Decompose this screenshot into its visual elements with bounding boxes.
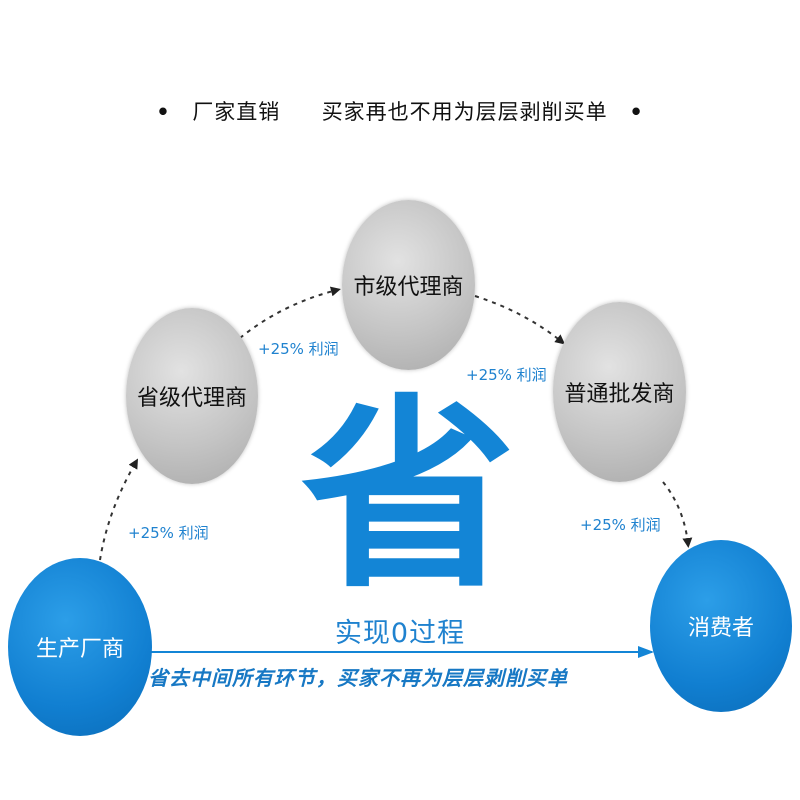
connector-wholesaler-to-consumer xyxy=(662,481,693,548)
node-wholesaler-label: 普通批发商 xyxy=(564,382,675,407)
node-manufacturer-label: 生产厂商 xyxy=(35,637,124,662)
node-consumer-label: 消费者 xyxy=(687,616,754,641)
page-title: • 厂家直销 买家再也不用为层层剥削买单 • xyxy=(0,96,800,126)
title-bullet-right: • xyxy=(629,100,644,124)
node-city-agent: 市级代理商 xyxy=(342,200,475,370)
profit-label-3: +25% 利润 xyxy=(466,366,547,384)
node-provincial-agent-label: 省级代理商 xyxy=(136,386,247,411)
node-consumer: 消费者 xyxy=(650,540,792,712)
process-label: 实现0过程 xyxy=(334,618,466,649)
node-wholesaler: 普通批发商 xyxy=(553,302,686,482)
title-bullet-left: • xyxy=(156,100,171,124)
bottom-note: 省去中间所有环节，买家不再为层层剥削买单 xyxy=(148,666,568,690)
title-part-2: 买家再也不用为层层剥削买单 xyxy=(321,100,608,124)
profit-label-2: +25% 利润 xyxy=(258,340,339,358)
node-city-agent-label: 市级代理商 xyxy=(353,275,464,300)
big-save-character: 省 xyxy=(300,378,516,616)
connector-manufacturer-to-provincial xyxy=(99,458,139,561)
connector-city-to-wholesaler xyxy=(474,295,566,345)
node-manufacturer: 生产厂商 xyxy=(8,558,152,736)
profit-label-1: +25% 利润 xyxy=(128,524,209,542)
title-part-1: 厂家直销 xyxy=(192,100,281,124)
connector-provincial-to-city xyxy=(239,286,341,339)
profit-label-4: +25% 利润 xyxy=(580,516,661,534)
node-provincial-agent: 省级代理商 xyxy=(126,308,258,484)
